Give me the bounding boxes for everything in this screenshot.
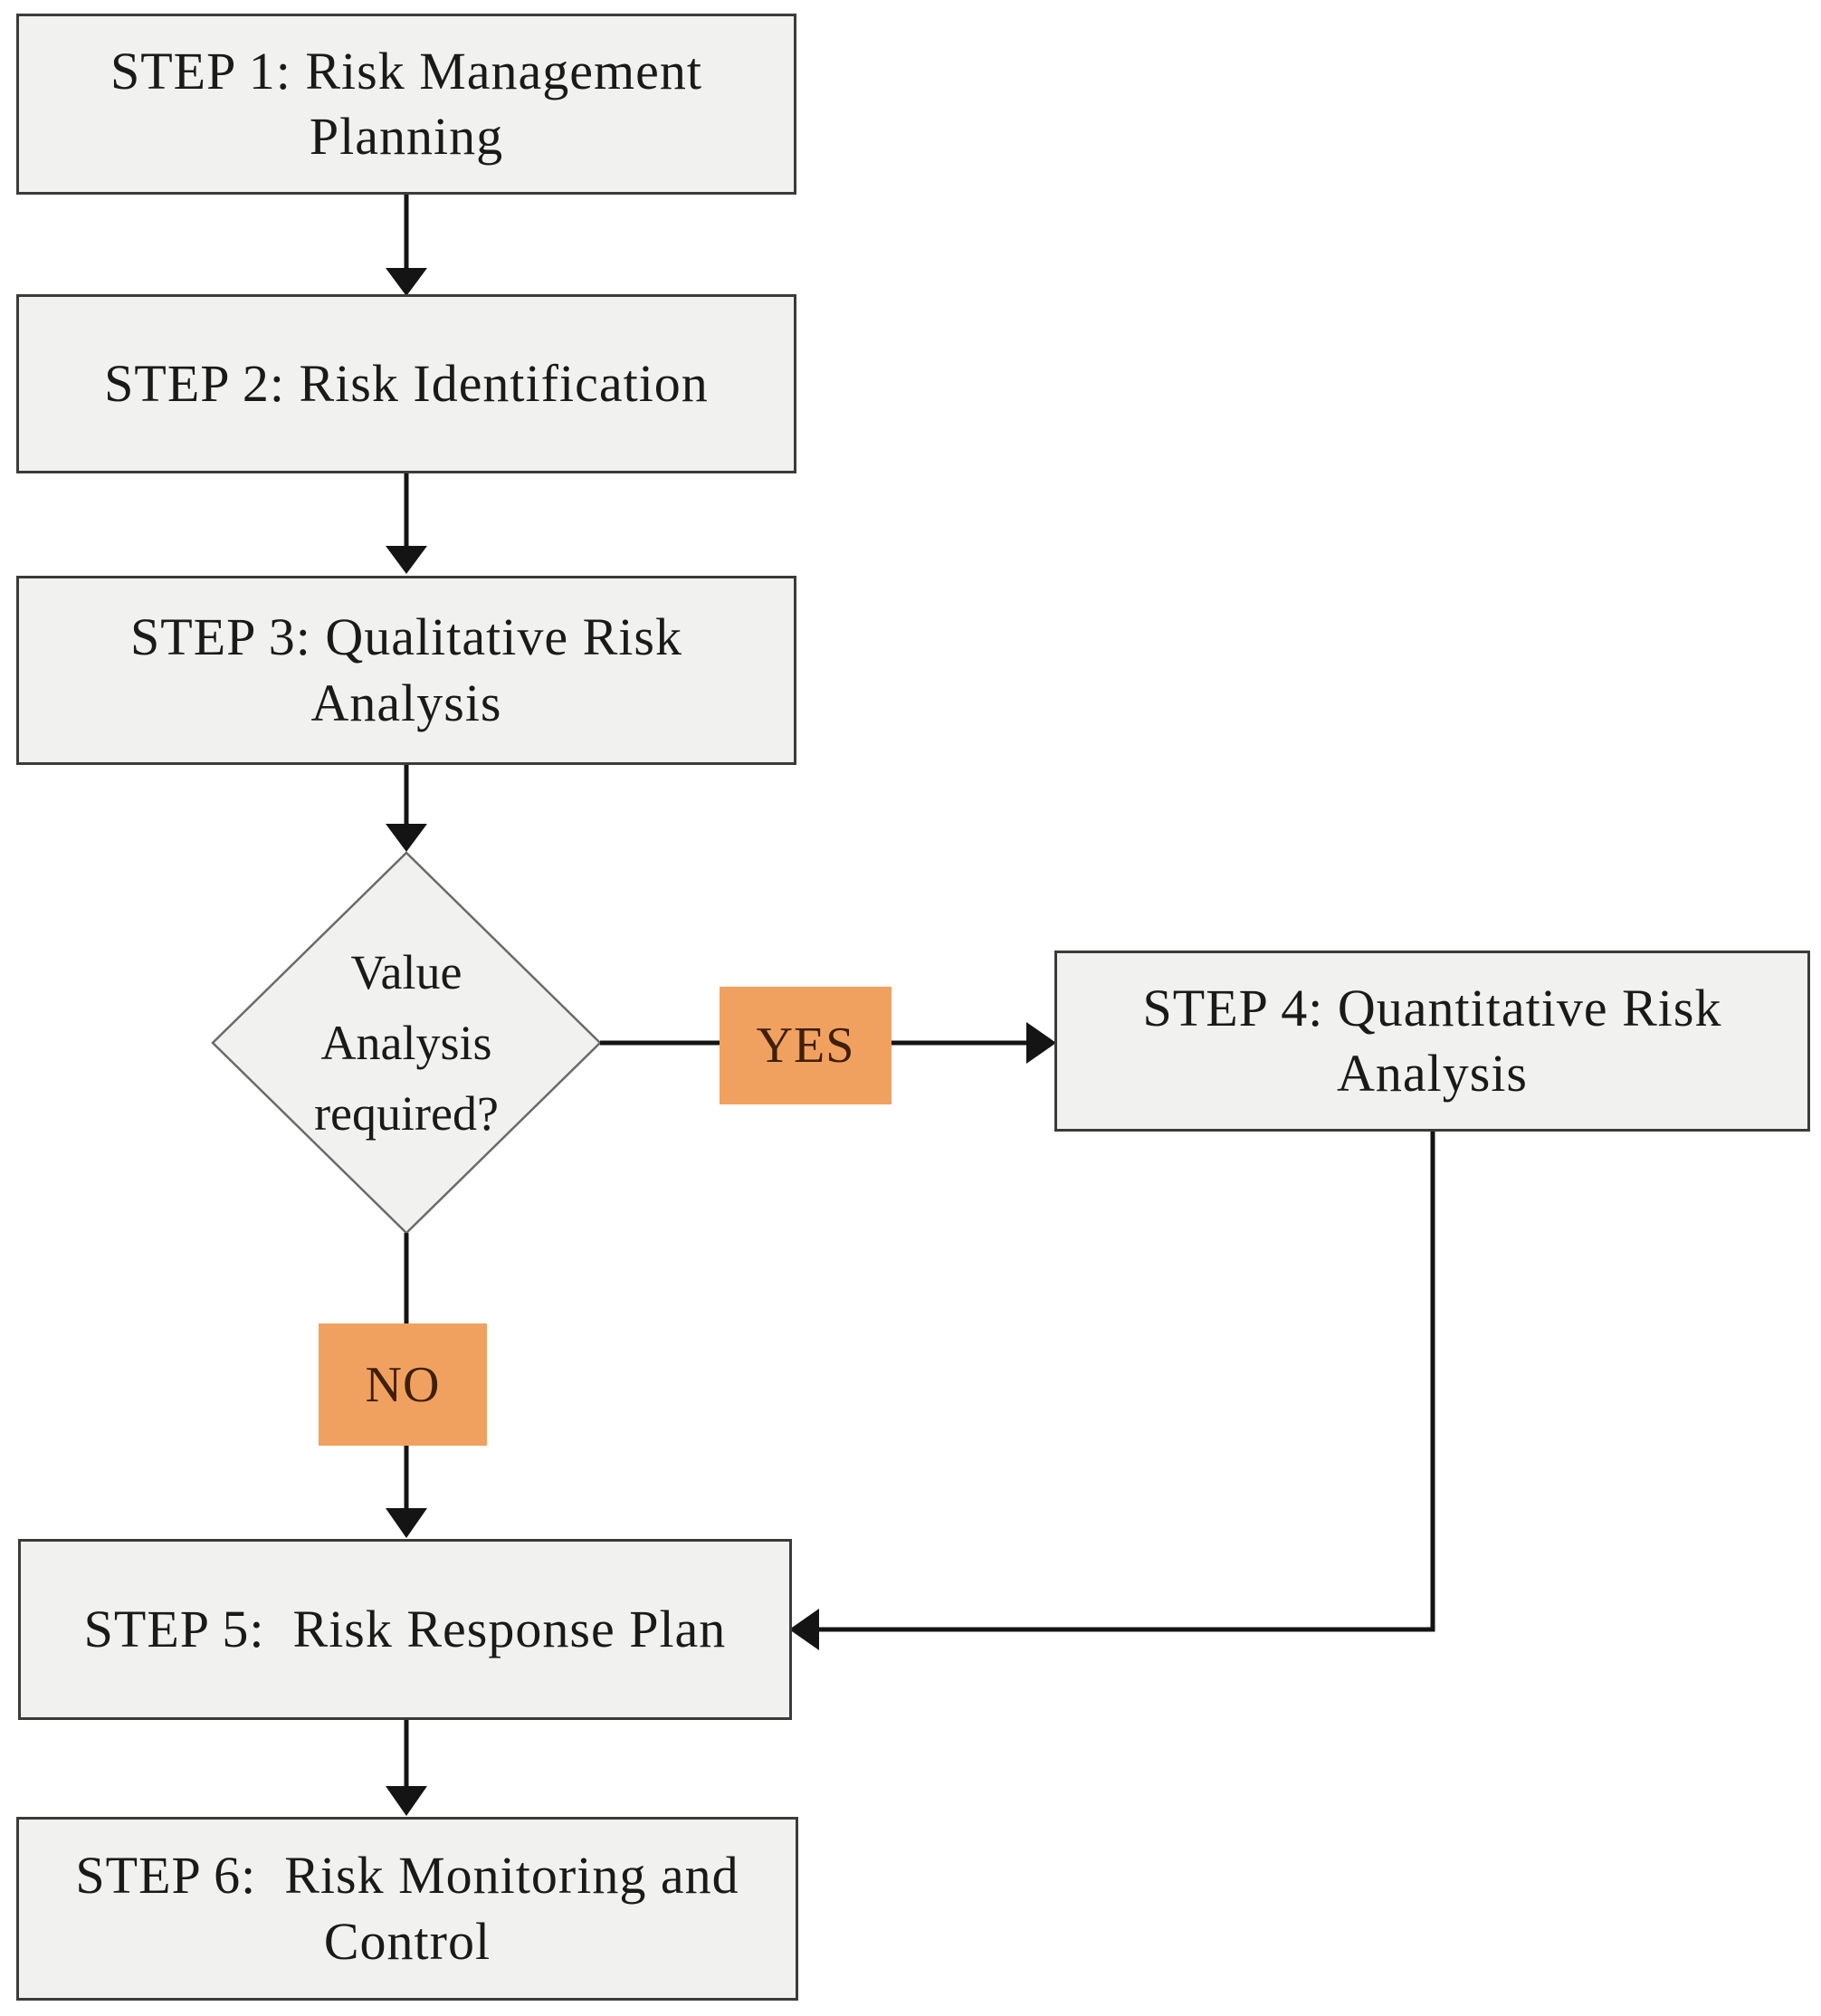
arrowhead-step3-decision-icon [386, 824, 427, 852]
step1-box: STEP 1: Risk Management Planning [16, 14, 796, 195]
arrowhead-step1-step2-icon [386, 268, 427, 296]
arrow-step4-step5 [817, 1132, 1435, 1632]
arrowhead-step5-step6-icon [386, 1786, 427, 1816]
arrowhead-decision-step5-icon [386, 1508, 427, 1538]
no-branch-badge: NO [319, 1323, 487, 1446]
arrowhead-step2-step3-icon [386, 546, 427, 574]
decision-label: Value Analysis required? [253, 932, 560, 1153]
step5-box: STEP 5: Risk Response Plan [18, 1539, 792, 1720]
step3-box: STEP 3: Qualitative Risk Analysis [16, 576, 796, 765]
step4-box: STEP 4: Quantitative Risk Analysis [1054, 951, 1810, 1132]
yes-branch-badge: YES [720, 987, 891, 1104]
arrowhead-decision-step4-icon [1026, 1022, 1056, 1064]
step6-box: STEP 6: Risk Monitoring and Control [16, 1817, 798, 2001]
step2-box: STEP 2: Risk Identification [16, 294, 796, 473]
yes-branch-label: YES [756, 1018, 855, 1074]
step6-label-line2: Control [323, 1911, 491, 1971]
step4-label: STEP 4: Quantitative Risk [1142, 978, 1722, 1037]
step3-label: STEP 3: Qualitative Risk [130, 607, 682, 666]
step4-label-line2: Analysis [1337, 1044, 1528, 1103]
step6-label: STEP 6: Risk Monitoring and [75, 1846, 739, 1905]
decision-label-line3: required? [314, 1086, 499, 1142]
step1-label-line2: Planning [309, 107, 504, 166]
step5-label: STEP 5: Risk Response Plan [83, 1599, 727, 1658]
decision-label-line1: Value [350, 944, 462, 999]
decision-label-line2: Analysis [320, 1015, 492, 1070]
step1-label: STEP 1: Risk Management [110, 41, 702, 100]
step3-label-line2: Analysis [310, 673, 502, 732]
step2-label: STEP 2: Risk Identification [104, 353, 709, 413]
arrowhead-step4-step5-icon [789, 1609, 819, 1650]
no-branch-label: NO [365, 1356, 441, 1413]
